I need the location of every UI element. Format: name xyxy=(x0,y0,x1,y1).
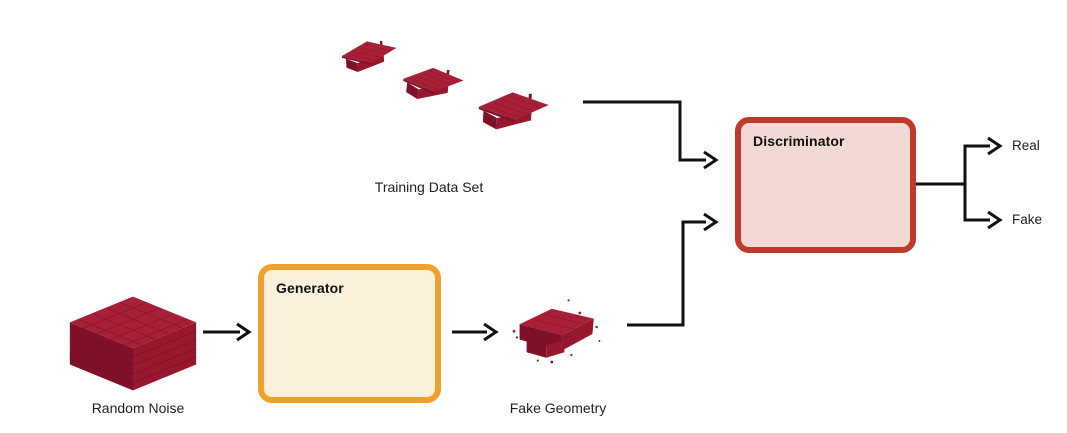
edge-generator-to-fake-geometry xyxy=(452,322,499,342)
training-house-2-icon xyxy=(402,61,464,107)
random-noise-label: Random Noise xyxy=(91,400,185,416)
training-data-set-label: Training Data Set xyxy=(374,179,484,195)
fake-geometry-label: Fake Geometry xyxy=(509,400,607,416)
edge-noise-to-generator xyxy=(203,322,252,342)
edge-training-to-discriminator xyxy=(583,100,719,170)
generator-box: Generator xyxy=(258,264,441,403)
fake-geometry-mesh-icon xyxy=(506,299,606,369)
generator-label: Generator xyxy=(276,280,344,296)
real-output-label: Real xyxy=(1012,138,1040,153)
discriminator-label: Discriminator xyxy=(753,133,845,149)
edge-discriminator-output-branch xyxy=(916,136,1003,230)
random-noise-cube-icon xyxy=(66,292,200,394)
discriminator-box: Discriminator xyxy=(735,117,916,253)
training-house-3-icon xyxy=(471,87,556,135)
edge-fake-geometry-to-discriminator xyxy=(627,212,719,327)
training-house-1-icon xyxy=(341,37,398,75)
fake-output-label: Fake xyxy=(1012,212,1043,227)
